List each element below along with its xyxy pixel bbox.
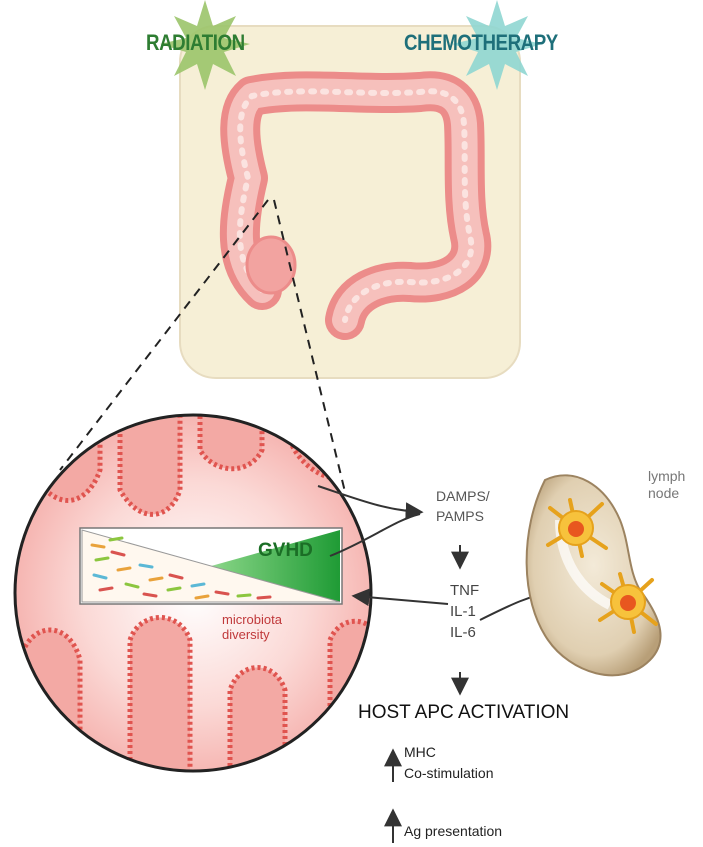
cytokine-list: TNF IL-1 IL-6 <box>450 580 479 643</box>
costimulation-text: Co-stimulation <box>404 763 493 784</box>
ag-presentation-label: Ag presentation <box>404 821 502 842</box>
lymph-node-label: lymph node <box>648 468 685 502</box>
microbiota-line1: microbiota <box>222 612 282 627</box>
host-apc-activation-title: HOST APC ACTIVATION <box>358 702 569 724</box>
damps-pamps-label: DAMPS/ PAMPS <box>436 486 490 526</box>
node-text: node <box>648 485 685 502</box>
mhc-text: MHC <box>404 742 493 763</box>
mhc-costim-list: MHC Co-stimulation <box>404 742 493 784</box>
pamps-text: PAMPS <box>436 506 490 526</box>
radiation-label: RADIATION <box>146 30 245 56</box>
chemotherapy-label: CHEMOTHERAPY <box>404 30 558 56</box>
gvhd-label: GVHD <box>258 540 313 562</box>
microbiota-label: microbiota diversity <box>222 612 282 642</box>
il6-text: IL-6 <box>450 622 479 643</box>
lymph-text: lymph <box>648 468 685 485</box>
damps-text: DAMPS/ <box>436 486 490 506</box>
il1-text: IL-1 <box>450 601 479 622</box>
microbiota-line2: diversity <box>222 627 282 642</box>
tnf-text: TNF <box>450 580 479 601</box>
lymph-node-icon <box>527 475 661 675</box>
